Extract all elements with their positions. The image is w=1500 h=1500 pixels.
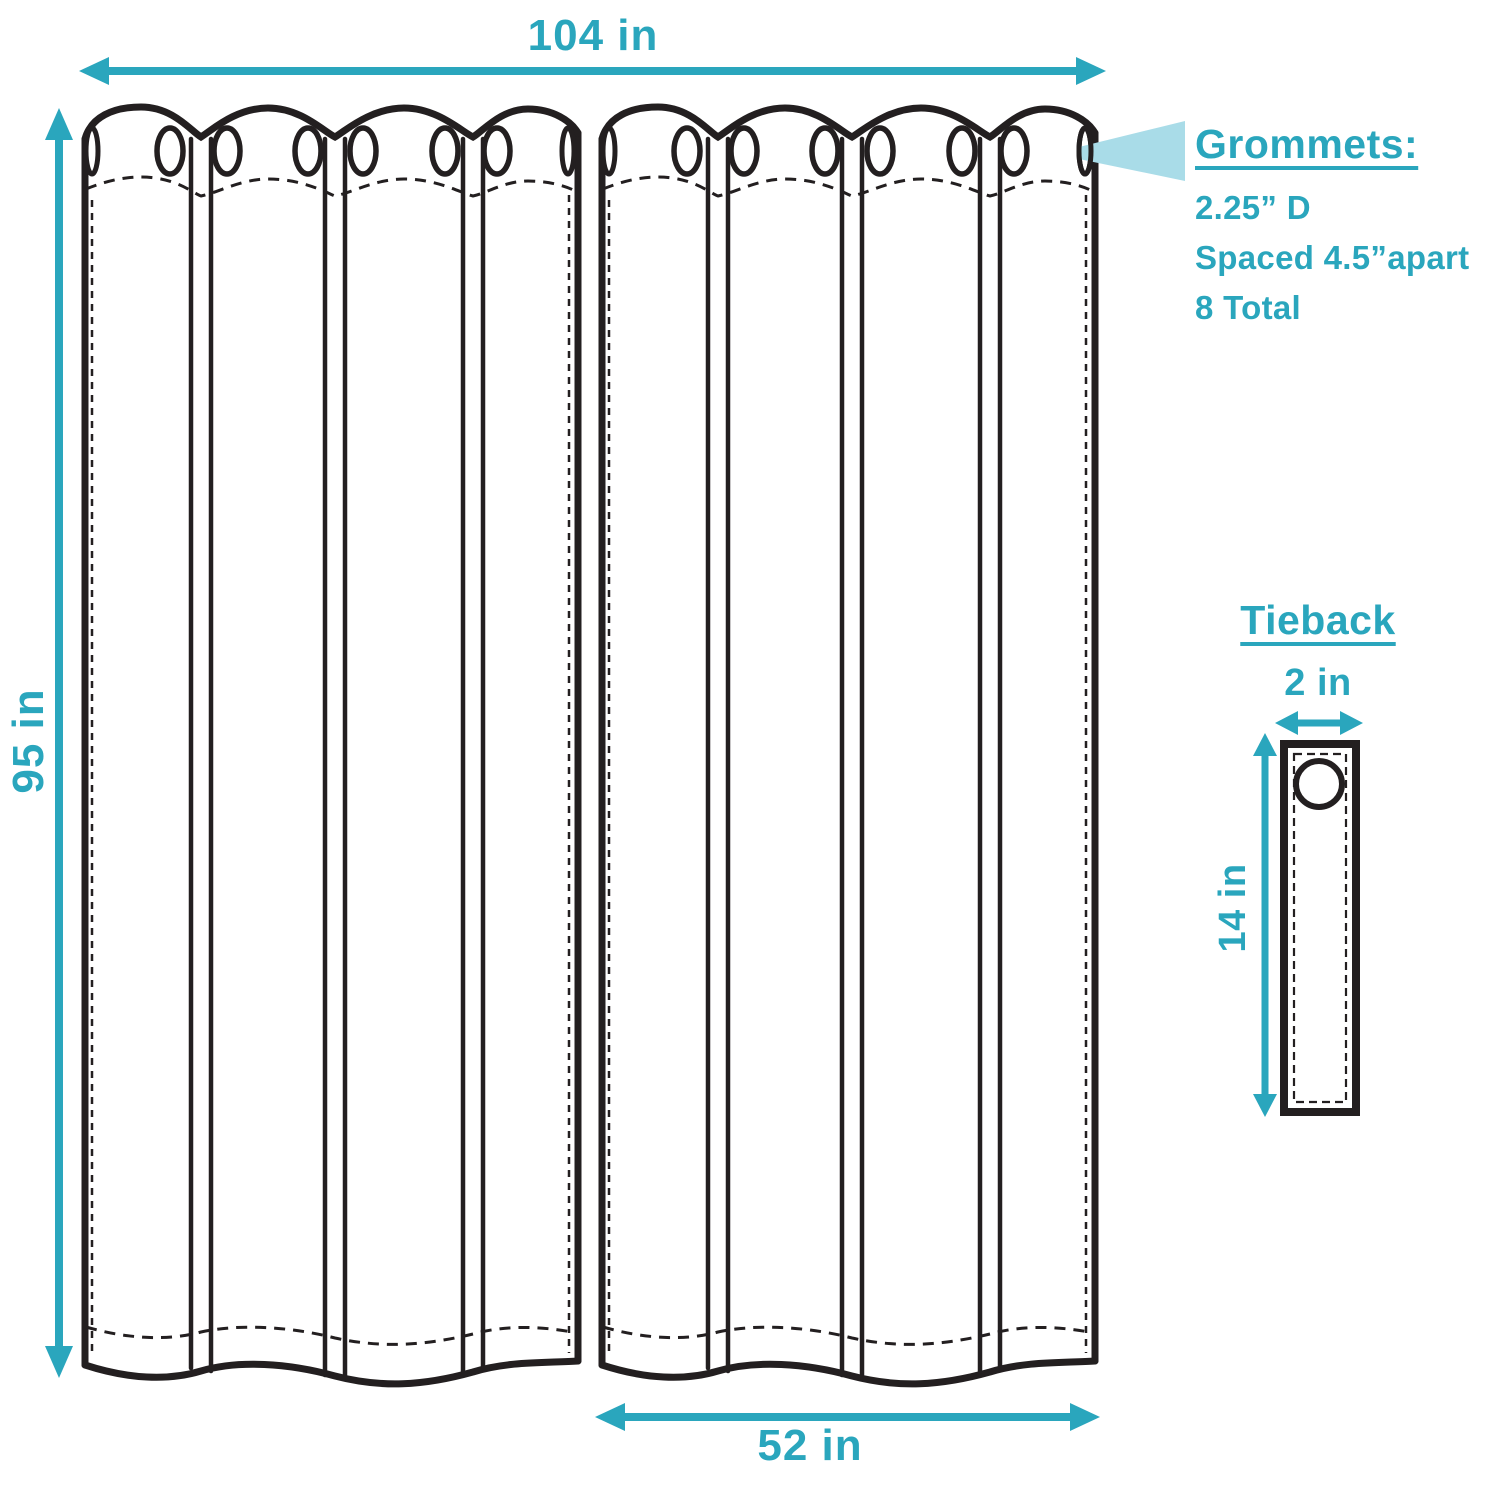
arrowhead-left-icon: [79, 57, 109, 85]
panel-width-label: 52 in: [757, 1421, 863, 1470]
grommets-diameter-text: 2.25” D: [1195, 189, 1311, 226]
total-width-dimension-arrow: [79, 57, 1106, 85]
tieback-buttonhole: [1293, 758, 1345, 810]
tieback-height-label: 14 in: [1212, 863, 1254, 953]
curtain-panel-left: [85, 107, 578, 1384]
tieback-graphic: [1280, 740, 1360, 1116]
grommets-spacing-text: Spaced 4.5”apart: [1195, 239, 1470, 276]
grommets-callout: Grommets: 2.25” D Spaced 4.5”apart 8 Tot…: [1195, 124, 1469, 333]
tieback-width-label: 2 in: [1284, 662, 1352, 704]
grommet-highlighted: [1076, 125, 1094, 177]
tieback-title: Tieback: [1240, 597, 1396, 643]
arrowhead-right-icon: [1076, 57, 1106, 85]
grommet-callout-pointer: [1079, 121, 1185, 181]
total-width-label: 104 in: [527, 11, 659, 60]
tieback-stitch-line: [1292, 752, 1348, 1104]
arrowhead-up-icon: [45, 108, 73, 140]
arrowhead-up-icon: [1253, 733, 1277, 756]
tieback-width-dimension-arrow: [1275, 711, 1363, 735]
grommets-callout-title: Grommets:: [1195, 121, 1419, 167]
curtain-panel-right: [602, 107, 1095, 1384]
panel-width-dimension-arrow: [595, 1403, 1100, 1431]
arrowhead-left-icon: [595, 1403, 625, 1431]
arrowhead-down-icon: [45, 1346, 73, 1378]
arrowhead-right-icon: [1070, 1403, 1100, 1431]
arrowhead-right-icon: [1340, 711, 1363, 735]
tieback-height-dimension-arrow: [1253, 733, 1277, 1117]
grommets-count-text: 8 Total: [1195, 289, 1301, 326]
arrowhead-down-icon: [1253, 1094, 1277, 1117]
panel-height-label: 95 in: [4, 688, 53, 794]
arrowhead-left-icon: [1275, 711, 1298, 735]
panel-height-dimension-arrow: [45, 108, 73, 1378]
